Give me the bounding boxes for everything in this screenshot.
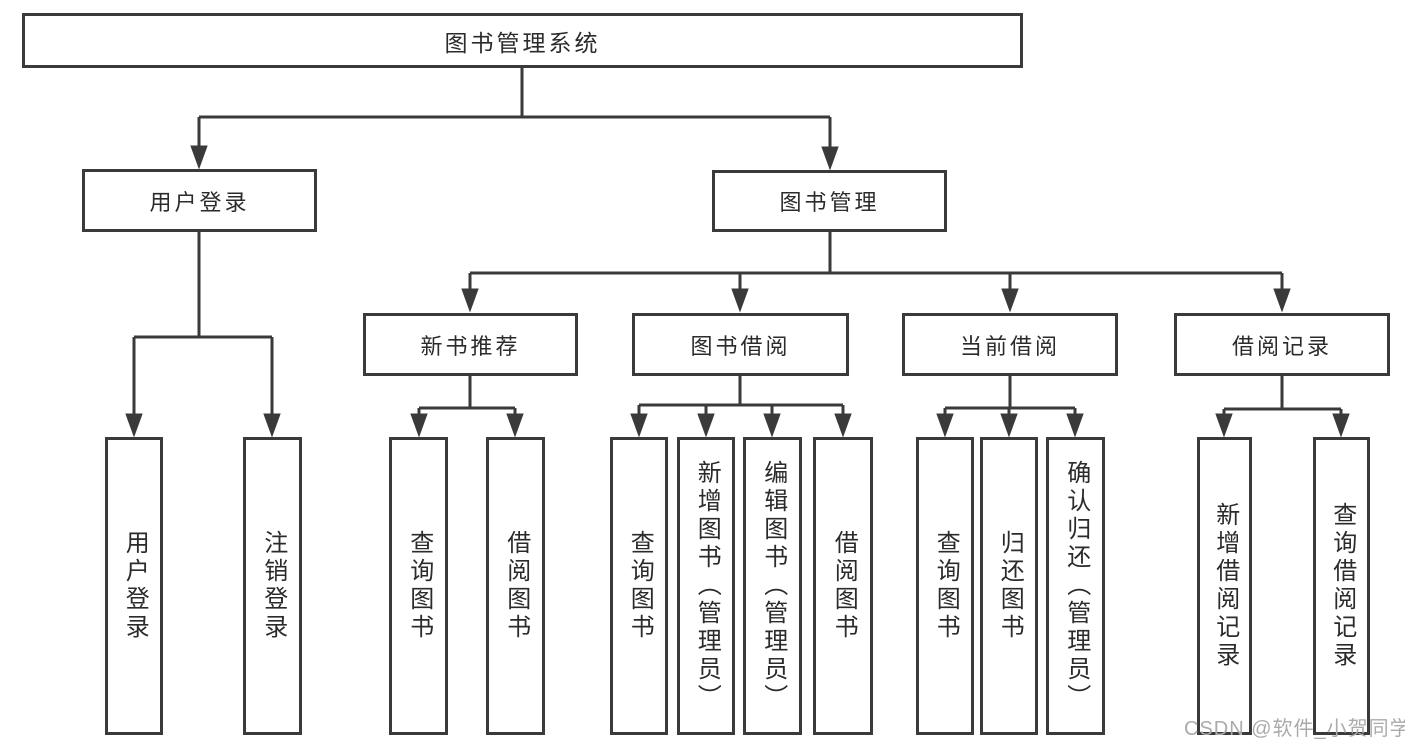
- leaf-current-query-book: 查询图书: [916, 437, 974, 735]
- node-book-management: 图书管理: [712, 170, 947, 232]
- leaf-borrow-edit-book-admin-label: 编辑图书（管理员）: [759, 460, 787, 712]
- leaf-borrow-add-book-admin: 新增图书（管理员）: [677, 437, 735, 735]
- node-borrow-records-label: 借阅记录: [1231, 333, 1332, 359]
- leaf-records-query-record-label: 查询借阅记录: [1328, 502, 1356, 670]
- leaf-borrow-borrow-book-label: 借阅图书: [830, 530, 858, 642]
- connector-book-borrow-to-leaves: [630, 376, 852, 438]
- node-root-system: 图书管理系统: [22, 13, 1023, 68]
- leaf-records-query-record: 查询借阅记录: [1313, 437, 1370, 735]
- leaf-current-confirm-return-admin: 确认归还（管理员）: [1046, 437, 1105, 735]
- node-new-book-recommend: 新书推荐: [363, 313, 578, 376]
- leaf-borrow-query-book-label: 查询图书: [626, 530, 654, 642]
- csdn-watermark: CSDN @软件_小贺同学: [1184, 718, 1405, 740]
- leaf-logout: 注销登录: [243, 437, 302, 735]
- leaf-recommend-borrow-book: 借阅图书: [486, 437, 545, 735]
- leaf-recommend-query-book: 查询图书: [389, 437, 448, 735]
- connector-book-management-to-level3: [461, 232, 1291, 313]
- leaf-current-query-book-label: 查询图书: [932, 530, 960, 642]
- connector-root-to-level2: [190, 68, 839, 171]
- connector-borrow-records-to-leaves: [1215, 376, 1350, 438]
- node-book-borrow-label: 图书借阅: [690, 333, 791, 359]
- connector-new-book-recommend-to-leaves: [410, 376, 524, 438]
- leaf-current-return-book-label: 归还图书: [996, 530, 1024, 642]
- leaf-records-add-record: 新增借阅记录: [1197, 437, 1252, 735]
- leaf-borrow-borrow-book: 借阅图书: [813, 437, 873, 735]
- node-user-login: 用户登录: [82, 169, 317, 232]
- connector-user-login-to-leaves: [125, 232, 281, 438]
- leaf-user-login-label: 用户登录: [121, 530, 149, 642]
- leaf-recommend-query-book-label: 查询图书: [405, 530, 433, 642]
- node-user-login-label: 用户登录: [149, 189, 250, 215]
- leaf-logout-label: 注销登录: [259, 530, 287, 642]
- connector-current-borrow-to-leaves: [936, 376, 1084, 438]
- node-new-book-recommend-label: 新书推荐: [420, 333, 521, 359]
- leaf-borrow-add-book-admin-label: 新增图书（管理员）: [693, 460, 721, 712]
- node-root-system-label: 图书管理系统: [444, 29, 601, 56]
- leaf-user-login: 用户登录: [105, 437, 163, 735]
- leaf-current-confirm-return-admin-label: 确认归还（管理员）: [1062, 460, 1090, 712]
- leaf-borrow-edit-book-admin: 编辑图书（管理员）: [743, 437, 802, 735]
- node-book-borrow: 图书借阅: [632, 313, 849, 376]
- leaf-current-return-book: 归还图书: [980, 437, 1038, 735]
- leaf-recommend-borrow-book-label: 借阅图书: [502, 530, 530, 642]
- leaf-borrow-query-book: 查询图书: [610, 437, 668, 735]
- node-book-management-label: 图书管理: [779, 190, 880, 215]
- leaf-records-add-record-label: 新增借阅记录: [1211, 502, 1239, 670]
- node-borrow-records: 借阅记录: [1174, 313, 1390, 376]
- node-current-borrow: 当前借阅: [902, 313, 1118, 376]
- node-current-borrow-label: 当前借阅: [959, 333, 1060, 359]
